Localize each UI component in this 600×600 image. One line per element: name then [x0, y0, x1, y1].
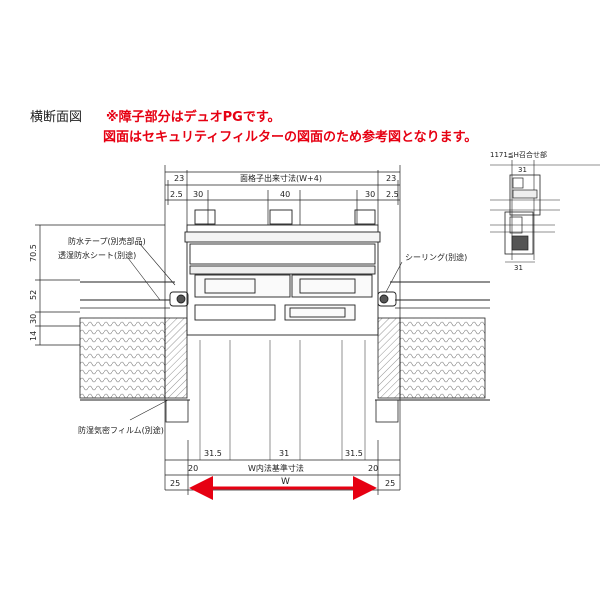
inset-caption: 1171≦H召合せ部 — [490, 150, 547, 159]
dim-bottom-20-left: 20 — [188, 464, 198, 473]
dim-bottom-25-left: 25 — [170, 479, 180, 488]
label-inner-dimension: W内法基準寸法 — [248, 463, 304, 473]
inset-dim-31-bottom: 31 — [514, 264, 523, 272]
label-vapor-film: 防湿気密フィルム(別途) — [78, 425, 164, 435]
inset-dim-31-top: 31 — [518, 166, 527, 174]
note-line-1: ※障子部分はデュオPGです。 — [106, 110, 281, 125]
interior-reference-lines — [199, 340, 366, 460]
window-frame — [169, 209, 397, 336]
dim-top-right-25: 2.5 — [386, 190, 399, 199]
dim-bottom-315-right: 31.5 — [345, 449, 363, 458]
label-sealing: シーリング(別途) — [405, 252, 467, 262]
dim-top-left-25: 2.5 — [170, 190, 183, 199]
dim-top-30-left: 30 — [193, 190, 203, 199]
dim-v-14: 14 — [29, 331, 38, 341]
left-leaders — [127, 243, 176, 421]
label-breathable-sheet: 透湿防水シート(別途) — [58, 250, 136, 260]
dim-v-705: 70.5 — [29, 244, 38, 262]
dim-top-40: 40 — [280, 190, 290, 199]
wall-left — [79, 281, 190, 423]
dim-bottom-31: 31 — [279, 449, 289, 458]
dim-v-30: 30 — [29, 314, 38, 324]
dim-v-52: 52 — [29, 290, 38, 300]
inset-detail: 1171≦H召合せ部 31 31 — [490, 150, 600, 272]
dim-bottom-315-left: 31.5 — [204, 449, 222, 458]
label-waterproof-tape: 防水テープ(別売部品) — [68, 236, 146, 246]
dim-bottom-20-right: 20 — [368, 464, 378, 473]
dim-top-right-23: 23 — [386, 174, 396, 183]
dim-bottom-25-right: 25 — [385, 479, 395, 488]
wall-right — [375, 281, 490, 423]
label-w: W — [281, 477, 290, 487]
left-dimension-lines — [35, 224, 165, 346]
note-line-2: 図面はセキュリティフィルターの図面のため参考図となります。 — [103, 130, 478, 145]
dim-top-30-right: 30 — [365, 190, 375, 199]
right-leader — [385, 261, 403, 293]
label-top-overall: 面格子出来寸法(W+4) — [240, 173, 322, 183]
drawing-title: 横断面図 — [30, 110, 83, 125]
dim-top-left-23: 23 — [174, 174, 184, 183]
